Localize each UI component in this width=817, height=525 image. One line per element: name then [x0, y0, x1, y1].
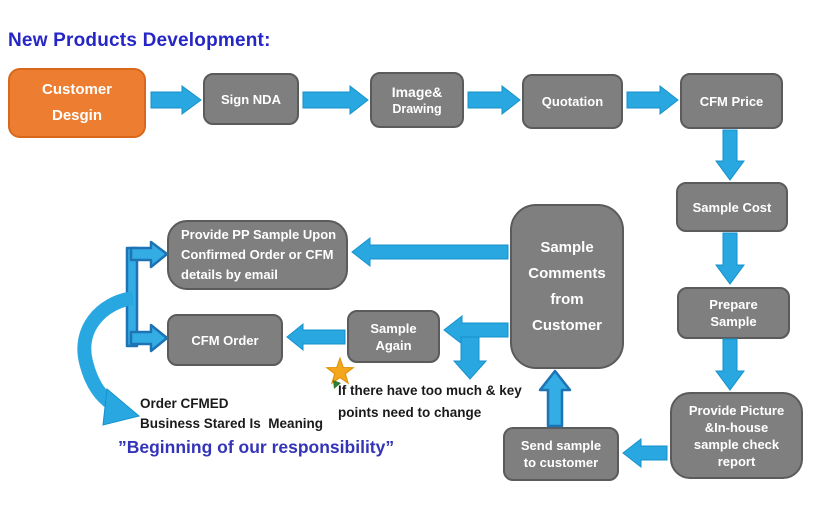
node-quotation: Quotation [522, 74, 623, 129]
arrow-comments-to-again-icon [443, 314, 509, 346]
bracket-vertical-line [125, 246, 139, 348]
node-sample-cost: Sample Cost [676, 182, 788, 232]
arrow-bracket-to-order-icon [129, 323, 169, 353]
arrow-comments-to-pp-icon [351, 236, 509, 268]
star-note: If there have too much & key points need… [338, 383, 522, 420]
arrow-picture-to-send-icon [622, 437, 668, 469]
arrow-price-to-cost-icon [715, 129, 745, 181]
page-title: New Products Development: [8, 30, 271, 51]
node-image-drawing: Image& Drawing [370, 72, 464, 128]
node-cfm-price: CFM Price [680, 73, 783, 129]
curved-arrow-icon [77, 291, 135, 410]
node-provide-pp-sample: Provide PP Sample Upon Confirmed Order o… [167, 220, 348, 290]
arrow-branch-down-icon [452, 336, 488, 380]
arrow-bracket-to-pp-icon [129, 240, 169, 269]
arrow-send-to-comments-icon [538, 369, 572, 428]
node-provide-picture-report: Provide Picture &In-house sample check r… [670, 392, 803, 479]
arrow-quotation-to-price-icon [626, 84, 679, 116]
node-cfm-order: CFM Order [167, 314, 283, 366]
arrow-nda-to-image-icon [302, 84, 369, 116]
arrow-cost-to-prepare-icon [715, 232, 745, 285]
arrow-image-to-quotation-icon [467, 84, 521, 116]
node-sample-comments: Sample Comments from Customer [510, 204, 624, 369]
curved-arrowhead-icon [102, 388, 141, 426]
arrow-customer-to-nda-icon [150, 85, 202, 115]
responsibility-note: ”Beginning of our responsibility” [118, 437, 395, 457]
node-customer-design: Customer Desgin [8, 68, 146, 138]
node-prepare-sample: Prepare Sample [677, 287, 790, 339]
node-sign-nda: Sign NDA [203, 73, 299, 125]
node-send-sample: Send sample to customer [503, 427, 619, 481]
node-sample-again: Sample Again [347, 310, 440, 363]
arrow-prepare-to-picture-icon [715, 338, 745, 391]
arrow-again-to-order-icon [286, 322, 346, 352]
order-cfmed-note: Order CFMED Business Stared Is Meaning [140, 396, 324, 431]
